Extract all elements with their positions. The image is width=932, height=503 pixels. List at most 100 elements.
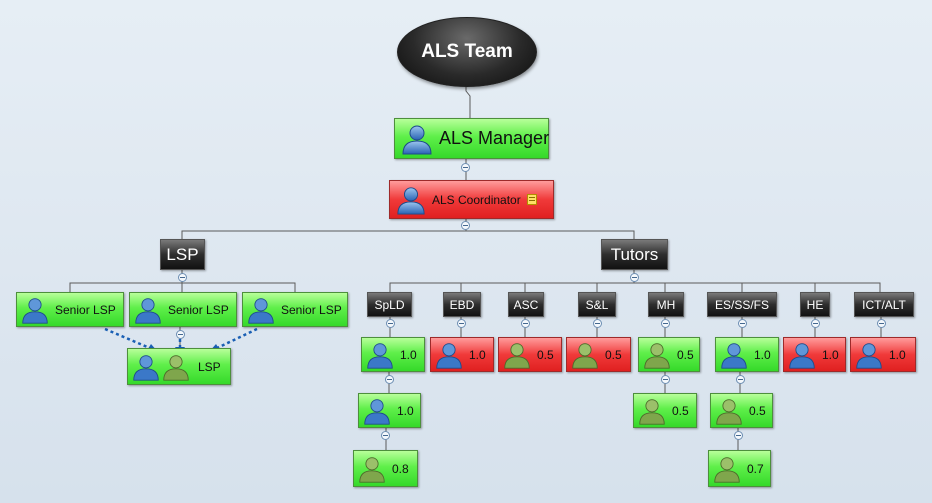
collapse-toggle[interactable] (593, 319, 602, 328)
person-icon-olive (644, 342, 670, 369)
tutor-person-node[interactable]: 0.5 (498, 337, 562, 372)
person-icon-blue (248, 297, 274, 324)
fte-value: 0.7 (747, 461, 764, 476)
collapse-toggle[interactable] (738, 319, 747, 328)
coordinator-node[interactable]: ALS Coordinator (389, 180, 554, 219)
collapse-toggle[interactable] (178, 273, 187, 282)
senior-lsp-label: Senior LSP (168, 302, 229, 317)
collapse-toggle[interactable] (661, 319, 670, 328)
person-icon-blue (436, 342, 462, 369)
tutor-person-node[interactable]: 0.8 (353, 450, 418, 487)
senior-lsp-label: Senior LSP (281, 302, 342, 317)
tutor-person-node[interactable]: 0.7 (708, 450, 771, 487)
person-icon-olive (572, 342, 598, 369)
tutors-branch-node[interactable]: Tutors (601, 239, 668, 270)
tutor-person-node[interactable]: 1.0 (361, 337, 425, 372)
senior-lsp-label: Senior LSP (55, 302, 116, 317)
group-label: ICT/ALT (862, 297, 906, 312)
fte-value: 0.5 (605, 347, 622, 362)
fte-value: 0.5 (537, 347, 554, 362)
collapse-toggle[interactable] (877, 319, 886, 328)
collapse-toggle[interactable] (521, 319, 530, 328)
tutor-person-node[interactable]: 1.0 (783, 337, 846, 372)
group-label: MH (656, 297, 676, 312)
collapse-toggle[interactable] (630, 273, 639, 282)
person-icon-blue (135, 297, 161, 324)
collapse-toggle[interactable] (736, 375, 745, 384)
collapse-toggle[interactable] (176, 330, 185, 339)
person-icon-olive (359, 456, 385, 483)
collapse-toggle[interactable] (734, 431, 743, 440)
manager-label: ALS Manager (439, 128, 550, 148)
person-icon-blue (397, 186, 425, 215)
tutor-person-node[interactable]: 1.0 (430, 337, 494, 372)
person-icon-blue (364, 398, 390, 425)
person-icon-blue (22, 297, 48, 324)
person-icon-olive (163, 354, 189, 381)
group-label: EBD (449, 297, 475, 312)
group-sl[interactable]: S&L (578, 292, 616, 317)
lsp-node[interactable]: LSP (127, 348, 231, 385)
collapse-toggle[interactable] (461, 163, 470, 172)
tutors-label: Tutors (610, 244, 659, 264)
tutor-person-node[interactable]: 0.5 (633, 393, 697, 428)
tutor-person-node[interactable]: 0.5 (710, 393, 773, 428)
senior-lsp-node[interactable]: Senior LSP (129, 292, 237, 327)
person-icon-blue (856, 342, 882, 369)
group-ebd[interactable]: EBD (443, 292, 481, 317)
person-icon-blue (133, 354, 159, 381)
group-asc[interactable]: ASC (508, 292, 544, 317)
collapse-toggle[interactable] (811, 319, 820, 328)
person-icon-blue (402, 125, 432, 154)
fte-value: 0.5 (749, 403, 766, 418)
lsp-branch-node[interactable]: LSP (160, 239, 205, 270)
collapse-toggle[interactable] (381, 431, 390, 440)
group-he[interactable]: HE (800, 292, 830, 317)
group-label: SpLD (374, 297, 405, 312)
person-icon-olive (716, 398, 742, 425)
tutor-person-node[interactable]: 1.0 (715, 337, 779, 372)
person-icon-olive (639, 398, 665, 425)
lsp-label: LSP (166, 244, 199, 264)
collapse-toggle[interactable] (386, 319, 395, 328)
person-icon-blue (789, 342, 815, 369)
group-spld[interactable]: SpLD (367, 292, 412, 317)
fte-value: 0.5 (672, 403, 689, 418)
senior-lsp-node[interactable]: Senior LSP (16, 292, 124, 327)
manager-node[interactable]: ALS Manager (394, 118, 549, 159)
group-label: HE (806, 297, 824, 312)
note-icon[interactable] (526, 194, 537, 205)
collapse-toggle[interactable] (461, 221, 470, 230)
senior-lsp-node[interactable]: Senior LSP (242, 292, 348, 327)
group-mh[interactable]: MH (648, 292, 684, 317)
tutor-person-node[interactable]: 1.0 (358, 393, 421, 428)
group-label: S&L (585, 297, 609, 312)
fte-value: 1.0 (400, 347, 417, 362)
lsp-child-label: LSP (198, 359, 221, 374)
tutor-person-node[interactable]: 1.0 (850, 337, 916, 372)
fte-value: 1.0 (754, 347, 771, 362)
fte-value: 0.8 (392, 461, 409, 476)
tutor-person-node[interactable]: 0.5 (638, 337, 700, 372)
fte-value: 1.0 (822, 347, 839, 362)
group-es-ss-fs[interactable]: ES/SS/FS (707, 292, 777, 317)
fte-value: 1.0 (469, 347, 486, 362)
fte-value: 1.0 (397, 403, 414, 418)
collapse-toggle[interactable] (661, 375, 670, 384)
person-icon-blue (721, 342, 747, 369)
person-icon-blue (367, 342, 393, 369)
group-ict-alt[interactable]: ICT/ALT (854, 292, 914, 317)
coordinator-label: ALS Coordinator (432, 192, 521, 207)
group-label: ES/SS/FS (714, 297, 770, 312)
root-node[interactable]: ALS Team (397, 17, 537, 87)
root-label: ALS Team (421, 41, 513, 62)
group-label: ASC (513, 297, 539, 312)
person-icon-olive (504, 342, 530, 369)
fte-value: 0.5 (677, 347, 694, 362)
person-icon-olive (714, 456, 740, 483)
collapse-toggle[interactable] (385, 375, 394, 384)
collapse-toggle[interactable] (457, 319, 466, 328)
tutor-person-node[interactable]: 0.5 (566, 337, 631, 372)
fte-value: 1.0 (889, 347, 906, 362)
